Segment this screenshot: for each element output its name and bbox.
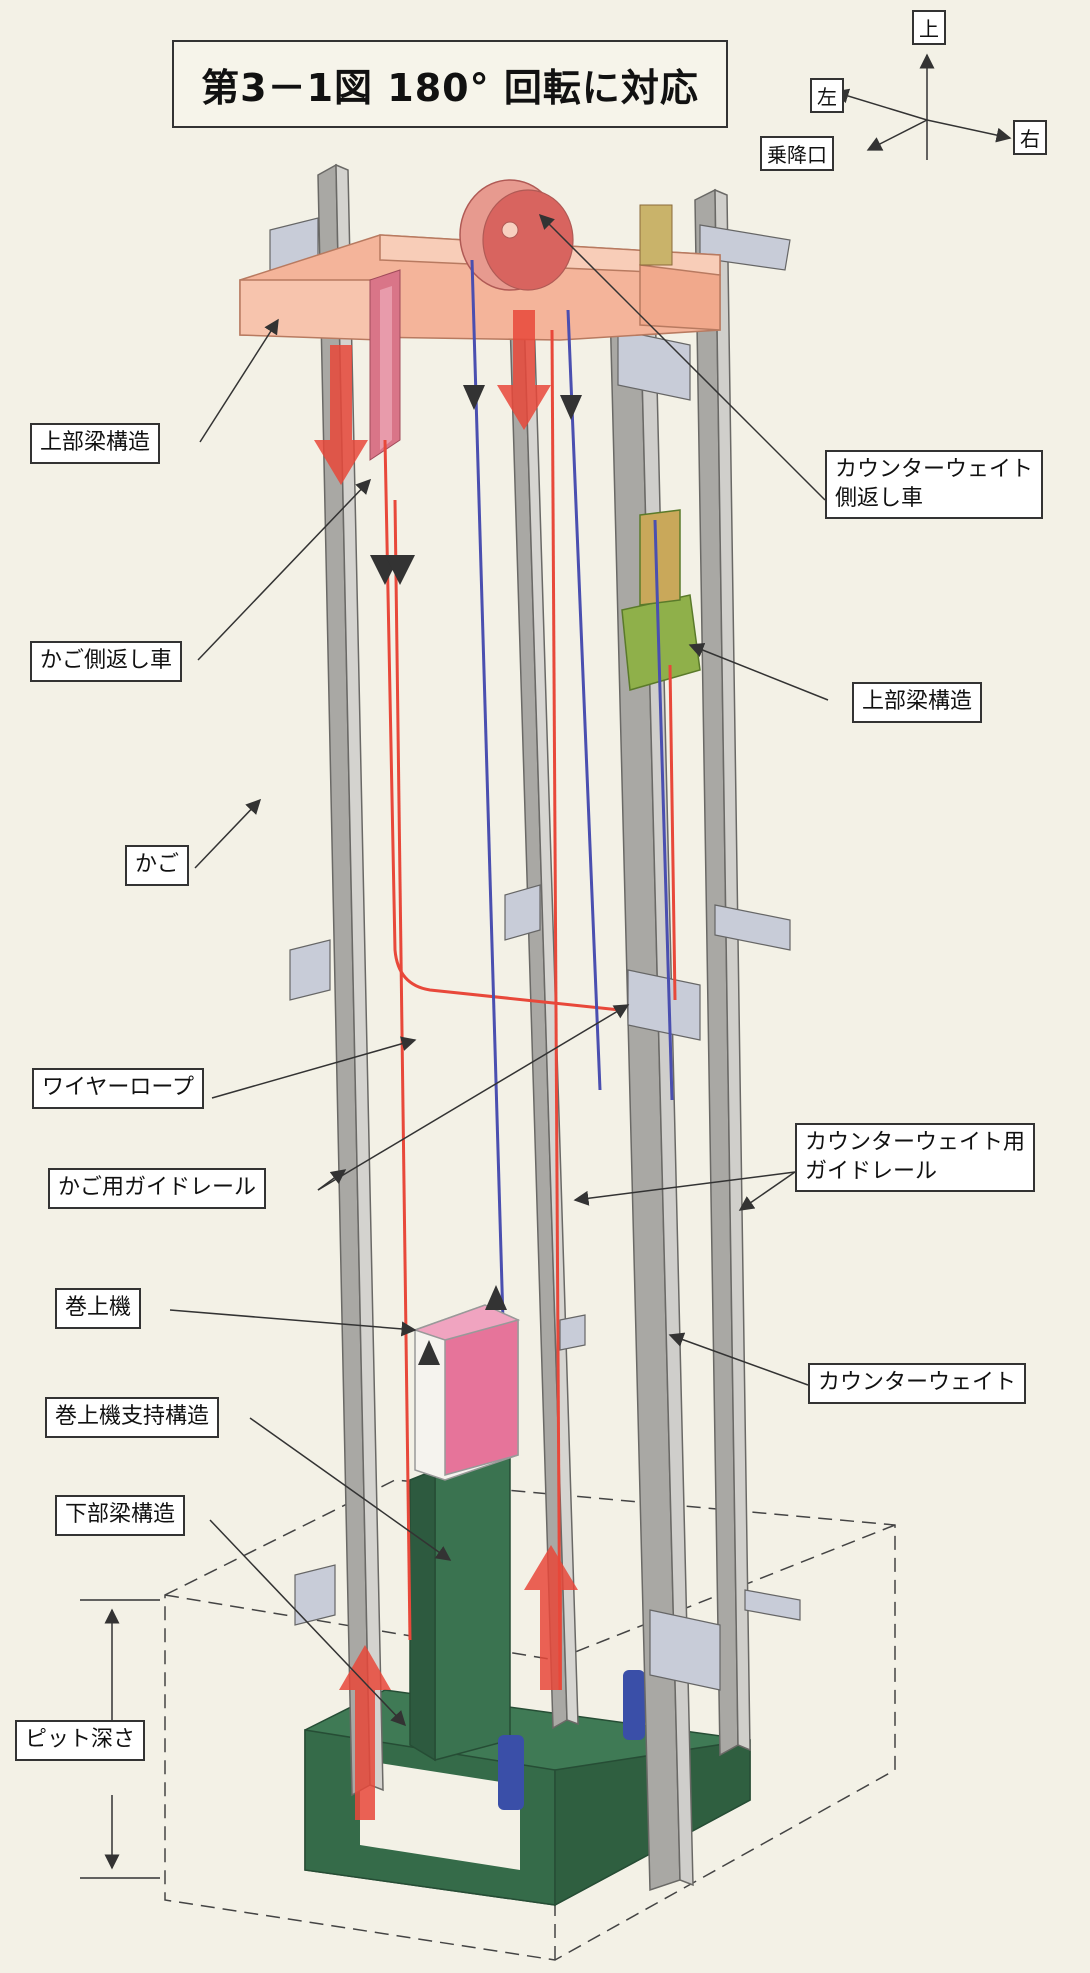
car-sheave: [369, 269, 401, 461]
hoist-machine: [412, 1304, 521, 1481]
label-lower-beam: 下部梁構造: [55, 1495, 186, 1536]
callout-lines: [169, 213, 829, 1727]
pit-buffer-1: [498, 1735, 524, 1810]
pit-depth-dimension: [80, 1599, 160, 1879]
cw-sheave: [459, 179, 574, 291]
direction-up-label: 上: [912, 10, 946, 45]
label-hoist-support: 巻上機支持構造: [45, 1397, 220, 1438]
label-cw-sheave-line1: カウンターウェイト: [835, 457, 1034, 482]
figure-title: 第3－1図 180° 回転に対応: [172, 40, 728, 128]
label-car: かご: [125, 845, 190, 886]
direction-axes: [833, 53, 1012, 160]
label-cw-sheave: カウンターウェイト 側返し車: [825, 450, 1044, 520]
label-counterweight: カウンターウェイト: [808, 1363, 1027, 1404]
label-hoist: 巻上機: [55, 1288, 142, 1329]
label-cw-guide-rail-line1: カウンターウェイト用: [805, 1130, 1026, 1155]
rail-brackets: [269, 217, 801, 1691]
hoist-support-pillar: [409, 1454, 511, 1762]
label-upper-beam-right: 上部梁構造: [852, 682, 983, 723]
wire-ropes-blue: [470, 259, 674, 1391]
direction-right-label: 右: [1013, 120, 1047, 155]
direction-left-label: 左: [810, 78, 844, 113]
label-car-sheave: かご側返し車: [30, 641, 183, 682]
counterweight-block: [621, 509, 701, 691]
wire-ropes-red: [383, 329, 677, 1691]
pit-buffer-2: [623, 1670, 645, 1740]
rope-direction-arrows: [370, 385, 582, 1365]
label-cw-guide-rail: カウンターウェイト用 ガイドレール: [795, 1123, 1036, 1193]
label-upper-beam-left: 上部梁構造: [30, 423, 161, 464]
label-cw-sheave-line2: 側返し車: [835, 485, 924, 511]
motion-arrows-red: [314, 310, 578, 1820]
top-springs: [639, 204, 673, 266]
label-pit-depth: ピット深さ: [15, 1720, 146, 1761]
label-car-guide-rail: かご用ガイドレール: [48, 1168, 267, 1209]
label-cw-guide-rail-line2: ガイドレール: [805, 1158, 938, 1184]
guide-rails: [317, 163, 751, 1892]
label-wire-rope: ワイヤーロープ: [32, 1068, 205, 1109]
direction-entrance-label: 乗降口: [760, 136, 834, 171]
